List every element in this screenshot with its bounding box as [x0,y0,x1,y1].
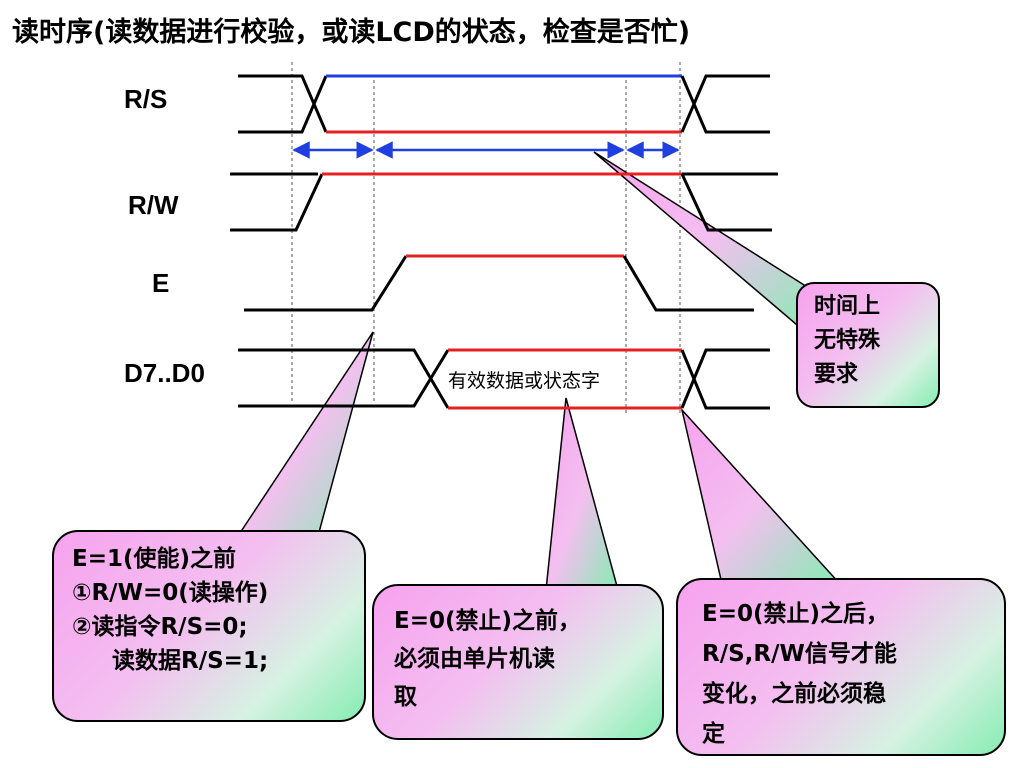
callout-line: 定 [702,721,725,747]
signal-label-data: D7..D0 [124,358,205,388]
callout-line: ①R/W=0(读操作) [72,580,269,606]
callout-line: E=0(禁止)之前， [394,608,582,634]
callout-pointers [236,151,842,591]
callout-line: 要求 [814,362,859,387]
rw-waveform [230,172,778,232]
callout-line: 无特殊 [814,328,881,353]
callout-line: ②读指令R/S=0; [72,614,248,640]
callout-after-e-disable: E=0(禁止)之后， R/S,R/W信号才能 变化，之前必须稳 定 [676,578,1006,756]
time-guides [291,62,681,414]
data-window-label: 有效数据或状态字 [448,370,601,392]
signal-label-e: E [152,268,170,298]
callout-line: E=1(使能)之前 [72,546,237,572]
callout-before-e-enable: E=1(使能)之前 ①R/W=0(读操作) ②读指令R/S=0; 读数据R/S=… [52,530,366,722]
callout-before-e-disable: E=0(禁止)之前， 必须由单片机读 取 [372,584,664,740]
signal-label-rw: R/W [128,190,179,220]
callout-line: 变化，之前必须稳 [702,681,886,707]
pointer-after-e-fall [680,407,842,585]
callout-line: 必须由单片机读 [394,646,555,672]
callout-line: R/S,R/W信号才能 [702,641,897,667]
callout-line: 读数据R/S=1; [112,648,269,674]
e-waveform [244,254,754,312]
signal-label-rs: R/S [124,84,168,114]
page-title: 读时序(读数据进行校验，或读LCD的状态，检查是否忙) [12,17,691,48]
pointer-time-note [593,151,813,338]
pointer-before-e-fall [545,397,619,591]
callout-line: 取 [394,684,417,710]
data-bus-waveform [238,348,770,410]
callout-time-note: 时间上 无特殊 要求 [796,282,940,408]
callout-line: E=0(禁止)之后， [702,601,890,627]
callout-line: 时间上 [814,294,881,319]
pointer-before-e [236,331,374,537]
rs-waveform [238,74,770,134]
